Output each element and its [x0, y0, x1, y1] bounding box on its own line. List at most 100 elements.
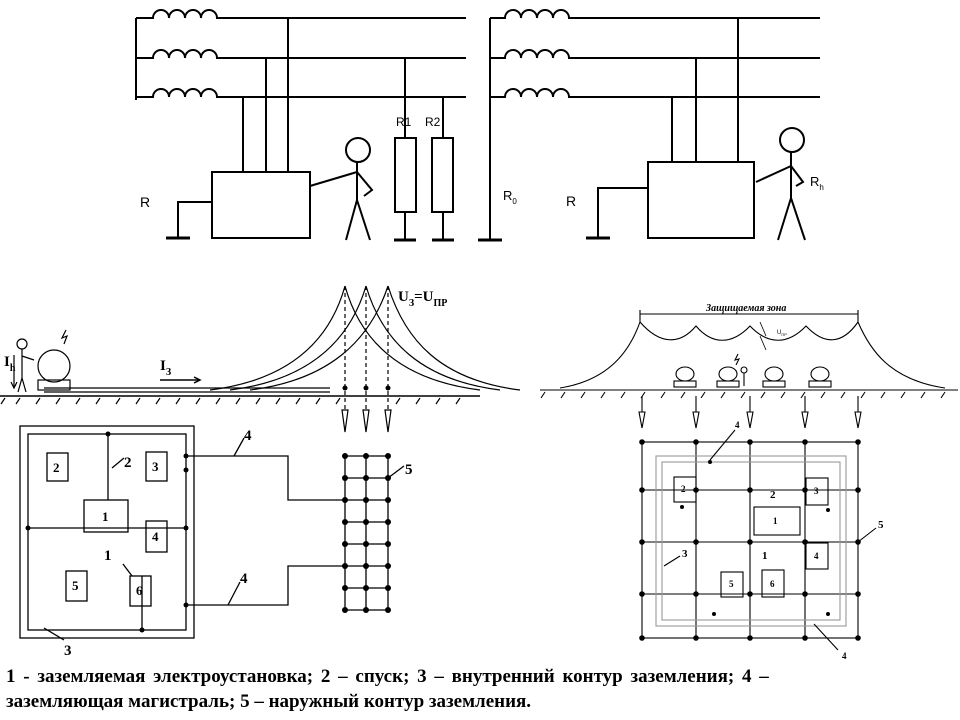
equip-5 [65, 570, 88, 602]
plan-left-callout-1: 1 [104, 548, 112, 564]
junction-dot [385, 541, 391, 547]
junction-dot [747, 539, 753, 545]
potential-distribution-diagram [0, 285, 521, 433]
plan-left-label-3: 3 [152, 459, 159, 474]
zone-voltage-label: UПР [777, 330, 787, 337]
person-figure-left [309, 137, 374, 241]
junction-dot [855, 539, 861, 545]
plan-right-callout-4-top: 4 [735, 420, 740, 430]
caption-line-1: 1 - заземляемая электроустановка; 2 – сп… [6, 666, 769, 687]
junction-dot [693, 591, 699, 597]
plan-right [540, 310, 958, 651]
label-r0: R0 [503, 188, 517, 206]
junction-dot [855, 487, 861, 493]
junction-dot [639, 591, 645, 597]
junction-dot [363, 541, 369, 547]
plan-right-label-3: 3 [814, 486, 819, 496]
label-r2: R2 [425, 115, 441, 129]
junction-dot [639, 635, 645, 641]
plan-left-callout-3: 3 [64, 643, 72, 659]
junction-dot [693, 539, 699, 545]
grounding-diagram: R R1 R2 R0 R Rh Ih IЗ UЗ=UПР 2 3 1 4 5 6… [0, 9, 958, 660]
junction-dot [363, 453, 369, 459]
junction-dot [693, 635, 699, 641]
plan-left-label-6: 6 [136, 583, 143, 598]
transformer-windings-right [478, 9, 820, 242]
plan-right-label-5: 5 [729, 579, 734, 589]
junction-dot [802, 591, 808, 597]
plan-right-callout-3: 3 [682, 548, 688, 560]
junction-dot [855, 439, 861, 445]
resistor-r2 [431, 137, 454, 213]
junction-dot [680, 505, 684, 509]
plan-left-callout-4-bottom: 4 [240, 571, 248, 587]
resistor-r1 [394, 137, 417, 213]
label-voltage: UЗ=UПР [398, 289, 447, 309]
plan-right-label-6: 6 [770, 579, 775, 589]
junction-dot [855, 635, 861, 641]
inner-loop-3-right [661, 461, 841, 621]
label-ih: Ih [4, 354, 16, 374]
scheme-grounded-neutral [478, 9, 820, 242]
person-figure-right [755, 127, 806, 241]
junction-dot [747, 591, 753, 597]
plan-right-label-2: 2 [681, 484, 686, 494]
junction-dot [342, 519, 348, 525]
junction-dot [826, 612, 830, 616]
scheme-isolated-neutral [135, 9, 466, 242]
junction-dot [342, 585, 348, 591]
plan-left-label-4: 4 [152, 529, 159, 544]
equip-3 [145, 451, 168, 482]
junction-dot [693, 439, 699, 445]
plan-left-callout-5: 5 [405, 462, 413, 478]
junction-dot [747, 487, 753, 493]
plan-right-callout-1: 1 [762, 550, 768, 562]
junction-dot [855, 591, 861, 597]
junction-dot [385, 497, 391, 503]
junction-dot [385, 519, 391, 525]
equip-2 [46, 452, 69, 482]
building-outer [19, 425, 195, 639]
junction-dot [802, 487, 808, 493]
junction-dot [639, 539, 645, 545]
junction-dot [385, 453, 391, 459]
junction-dot [183, 453, 189, 459]
plan-left-label-2: 2 [53, 460, 60, 475]
label-rh: Rh [810, 174, 824, 192]
plan-right-callout-5: 5 [878, 519, 884, 531]
junction-dot [363, 585, 369, 591]
junction-dot [712, 612, 716, 616]
junction-dot [342, 385, 348, 391]
junction-dot [363, 607, 369, 613]
junction-dot [363, 519, 369, 525]
plan-left-callout-4-top: 4 [244, 428, 252, 444]
plan-right-label-1: 1 [773, 516, 778, 526]
junction-dot [342, 453, 348, 459]
junction-dot [826, 508, 830, 512]
junction-dot [183, 467, 189, 473]
junction-dot [747, 635, 753, 641]
junction-dot [385, 475, 391, 481]
label-r1: R1 [396, 115, 412, 129]
junction-dot [639, 439, 645, 445]
plan-right-callout-2: 2 [770, 489, 776, 501]
junction-dot [708, 460, 712, 464]
junction-dot [802, 439, 808, 445]
junction-dot [802, 635, 808, 641]
equip-4 [145, 520, 168, 553]
junction-dot [363, 563, 369, 569]
junction-dot [105, 431, 111, 437]
junction-dot [693, 487, 699, 493]
plan-right-label-4: 4 [814, 551, 819, 561]
junction-dot [25, 525, 31, 531]
plan-right-callout-4-bottom: 4 [842, 651, 847, 660]
equipment-box-left [211, 171, 311, 239]
label-r-left: R [140, 194, 150, 210]
label-iz: IЗ [160, 358, 171, 378]
junction-dot [385, 585, 391, 591]
junction-dot [342, 497, 348, 503]
junction-dot [342, 475, 348, 481]
junction-dot [363, 497, 369, 503]
protected-zone-label: Защищаемая зона [705, 303, 786, 314]
label-r-right: R [566, 193, 576, 209]
